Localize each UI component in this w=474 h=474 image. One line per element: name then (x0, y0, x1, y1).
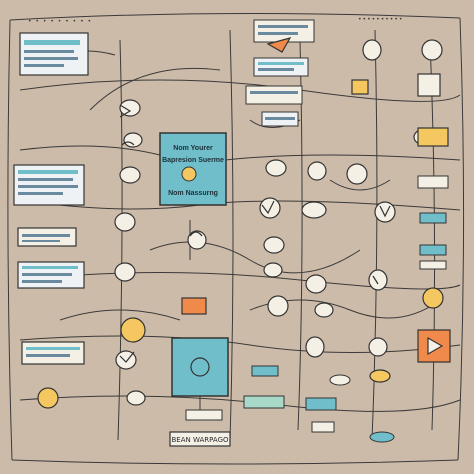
right-cards (243, 175, 449, 443)
card-left-2 (17, 227, 77, 247)
center-box: Nom Yourer Bapresion Suerme Nom Nassurng (159, 132, 227, 206)
top-cards (245, 19, 315, 127)
left-cards (13, 32, 89, 365)
circle-nodes (114, 39, 437, 406)
center-b-icon (181, 166, 197, 182)
header-caption: • • • • • • • • • (28, 18, 93, 25)
curve-icon (121, 141, 135, 146)
bottom-label: BEAN WARPAGO (171, 436, 229, 444)
accent-circles (37, 39, 444, 409)
sketch-icons (119, 104, 391, 363)
check-icon (261, 200, 275, 215)
orange-nodes (181, 37, 451, 363)
check-icon-2 (119, 351, 135, 363)
spiral-icon (189, 231, 203, 237)
slash-icon (372, 275, 379, 285)
center-line3: Nom Nassurng (168, 190, 218, 197)
card-left-3 (17, 261, 85, 289)
card-mid-left (13, 164, 85, 206)
card-left-4 (21, 341, 85, 365)
top-note: •••••••••• (358, 16, 404, 23)
connector-lines (7, 12, 465, 465)
bottom-box: BEAN WARPAGO (169, 337, 231, 447)
cycle-icon (190, 357, 210, 377)
chevron-icon (379, 205, 391, 218)
card-top-left (19, 32, 89, 76)
center-line1: Nom Yourer (173, 145, 213, 152)
center-line2: Bapresion Suerme (162, 157, 224, 164)
arrow-icon (119, 104, 132, 118)
